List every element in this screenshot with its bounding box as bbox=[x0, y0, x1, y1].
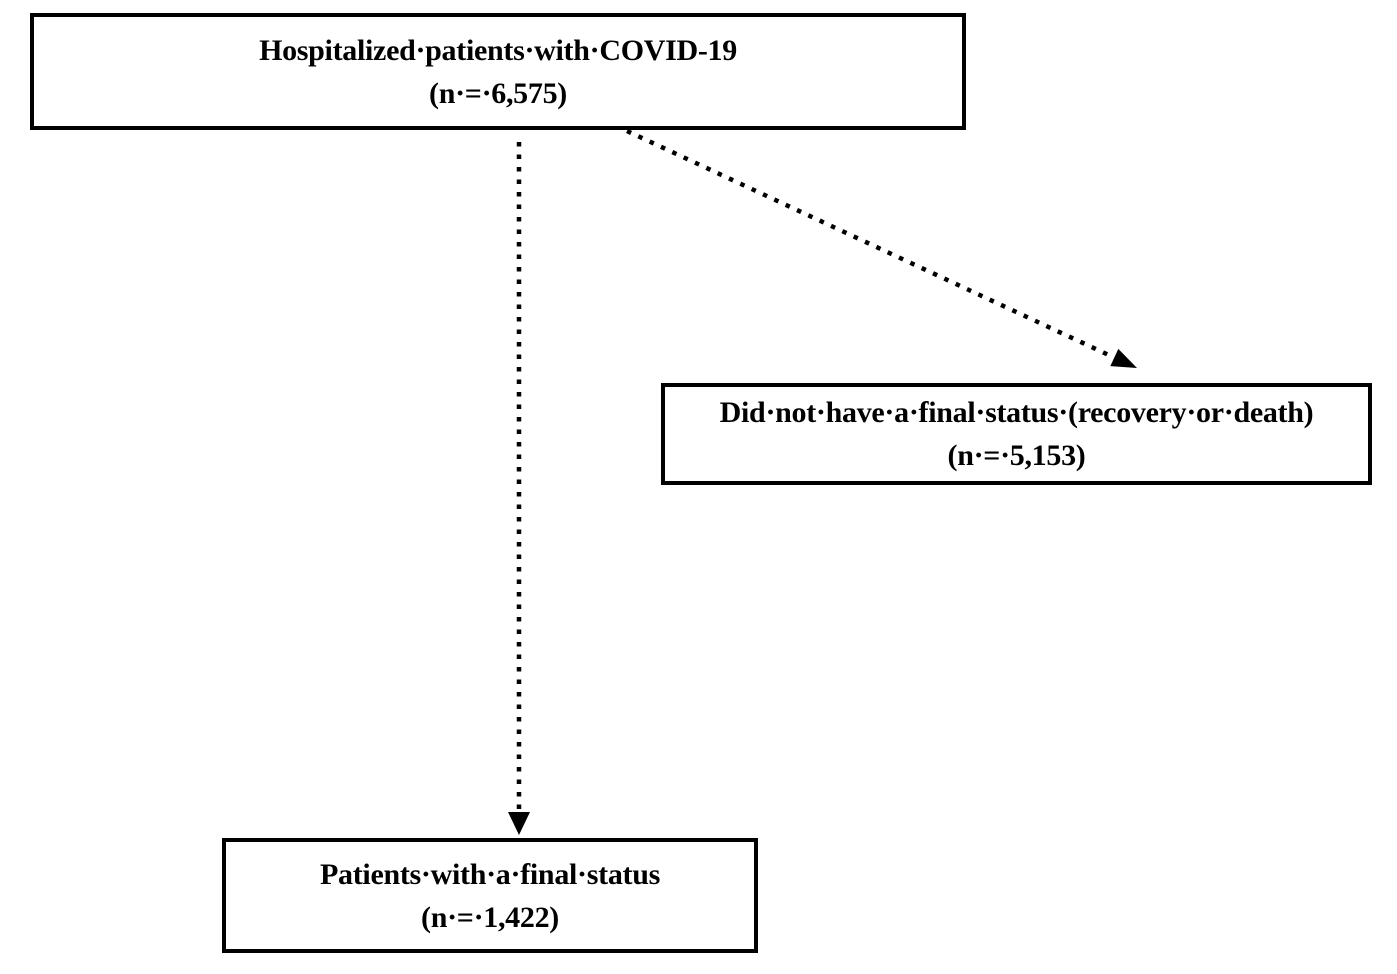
arrow-to-final-status-head-icon bbox=[508, 812, 530, 835]
arrow-to-no-final-status-head-icon bbox=[1110, 348, 1137, 368]
box-hospitalized-patients-count: (n·=·6,575) bbox=[429, 76, 567, 110]
box-final-status-count: (n·=·1,422) bbox=[421, 900, 559, 934]
arrow-to-no-final-status-line bbox=[626, 128, 1114, 360]
box-hospitalized-patients-label: Hospitalized·patients·with·COVID-19 bbox=[259, 33, 737, 67]
box-no-final-status-label: Did·not·have·a·final·status·(recovery·or… bbox=[719, 396, 1314, 429]
box-hospitalized-patients: Hospitalized·patients·with·COVID-19 (n·=… bbox=[30, 13, 966, 130]
box-no-final-status-count: (n·=·5,153) bbox=[947, 439, 1086, 472]
box-no-final-status: Did·not·have·a·final·status·(recovery·or… bbox=[661, 383, 1372, 485]
box-final-status-label: Patients·with·a·final·status bbox=[320, 857, 660, 891]
box-final-status: Patients·with·a·final·status (n·=·1,422) bbox=[222, 838, 758, 953]
